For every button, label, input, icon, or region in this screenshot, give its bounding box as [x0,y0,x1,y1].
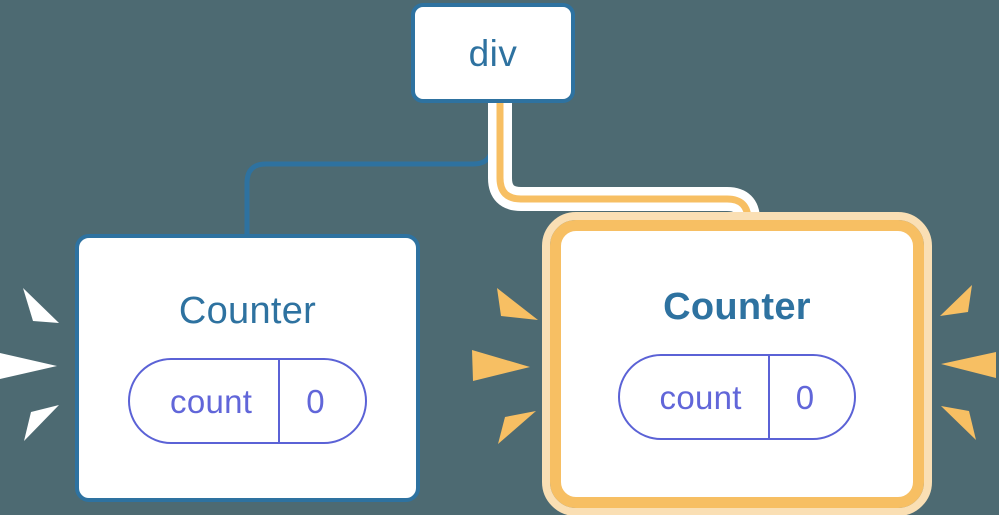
state-name: count [659,378,742,416]
sparkle-spike-icon [941,406,976,440]
state-value: 0 [795,378,815,416]
state-pill-right-name-cell: count [620,356,770,438]
state-pill-right-value-cell: 0 [770,356,855,438]
sparkle-spike-icon [472,350,530,381]
burst-right-of-counter-right [940,285,996,440]
state-name: count [170,382,253,420]
sparkle-spike-icon [940,285,972,316]
sparkle-spike-icon [941,352,996,378]
state-pill-left-name-cell: count [130,360,281,442]
node-div[interactable]: div [411,3,575,103]
connector-div-to-counter-right-halo [488,100,760,232]
sparkle-spike-icon [498,411,536,444]
state-pill-left-value-cell: 0 [280,360,365,442]
sparkle-spike-icon [23,288,59,323]
burst-right-of-counter-left [472,288,538,444]
connector-div-to-counter-right [496,100,752,232]
node-counter-right[interactable]: Counter count 0 [542,212,932,515]
node-counter-right-label: Counter [663,286,811,328]
connector-div-to-counter-left [244,103,495,238]
node-counter-left[interactable]: Counter count 0 [75,234,420,502]
sparkle-spike-icon [24,405,59,441]
state-pill-left: count 0 [128,358,367,444]
state-pill-right: count 0 [617,354,857,440]
burst-left-of-counter-left [0,288,59,441]
sparkle-spike-icon [497,288,538,320]
node-counter-left-label: Counter [178,290,317,332]
sparkle-spike-icon [0,353,57,379]
node-div-label: div [468,32,518,74]
state-value: 0 [306,382,325,420]
